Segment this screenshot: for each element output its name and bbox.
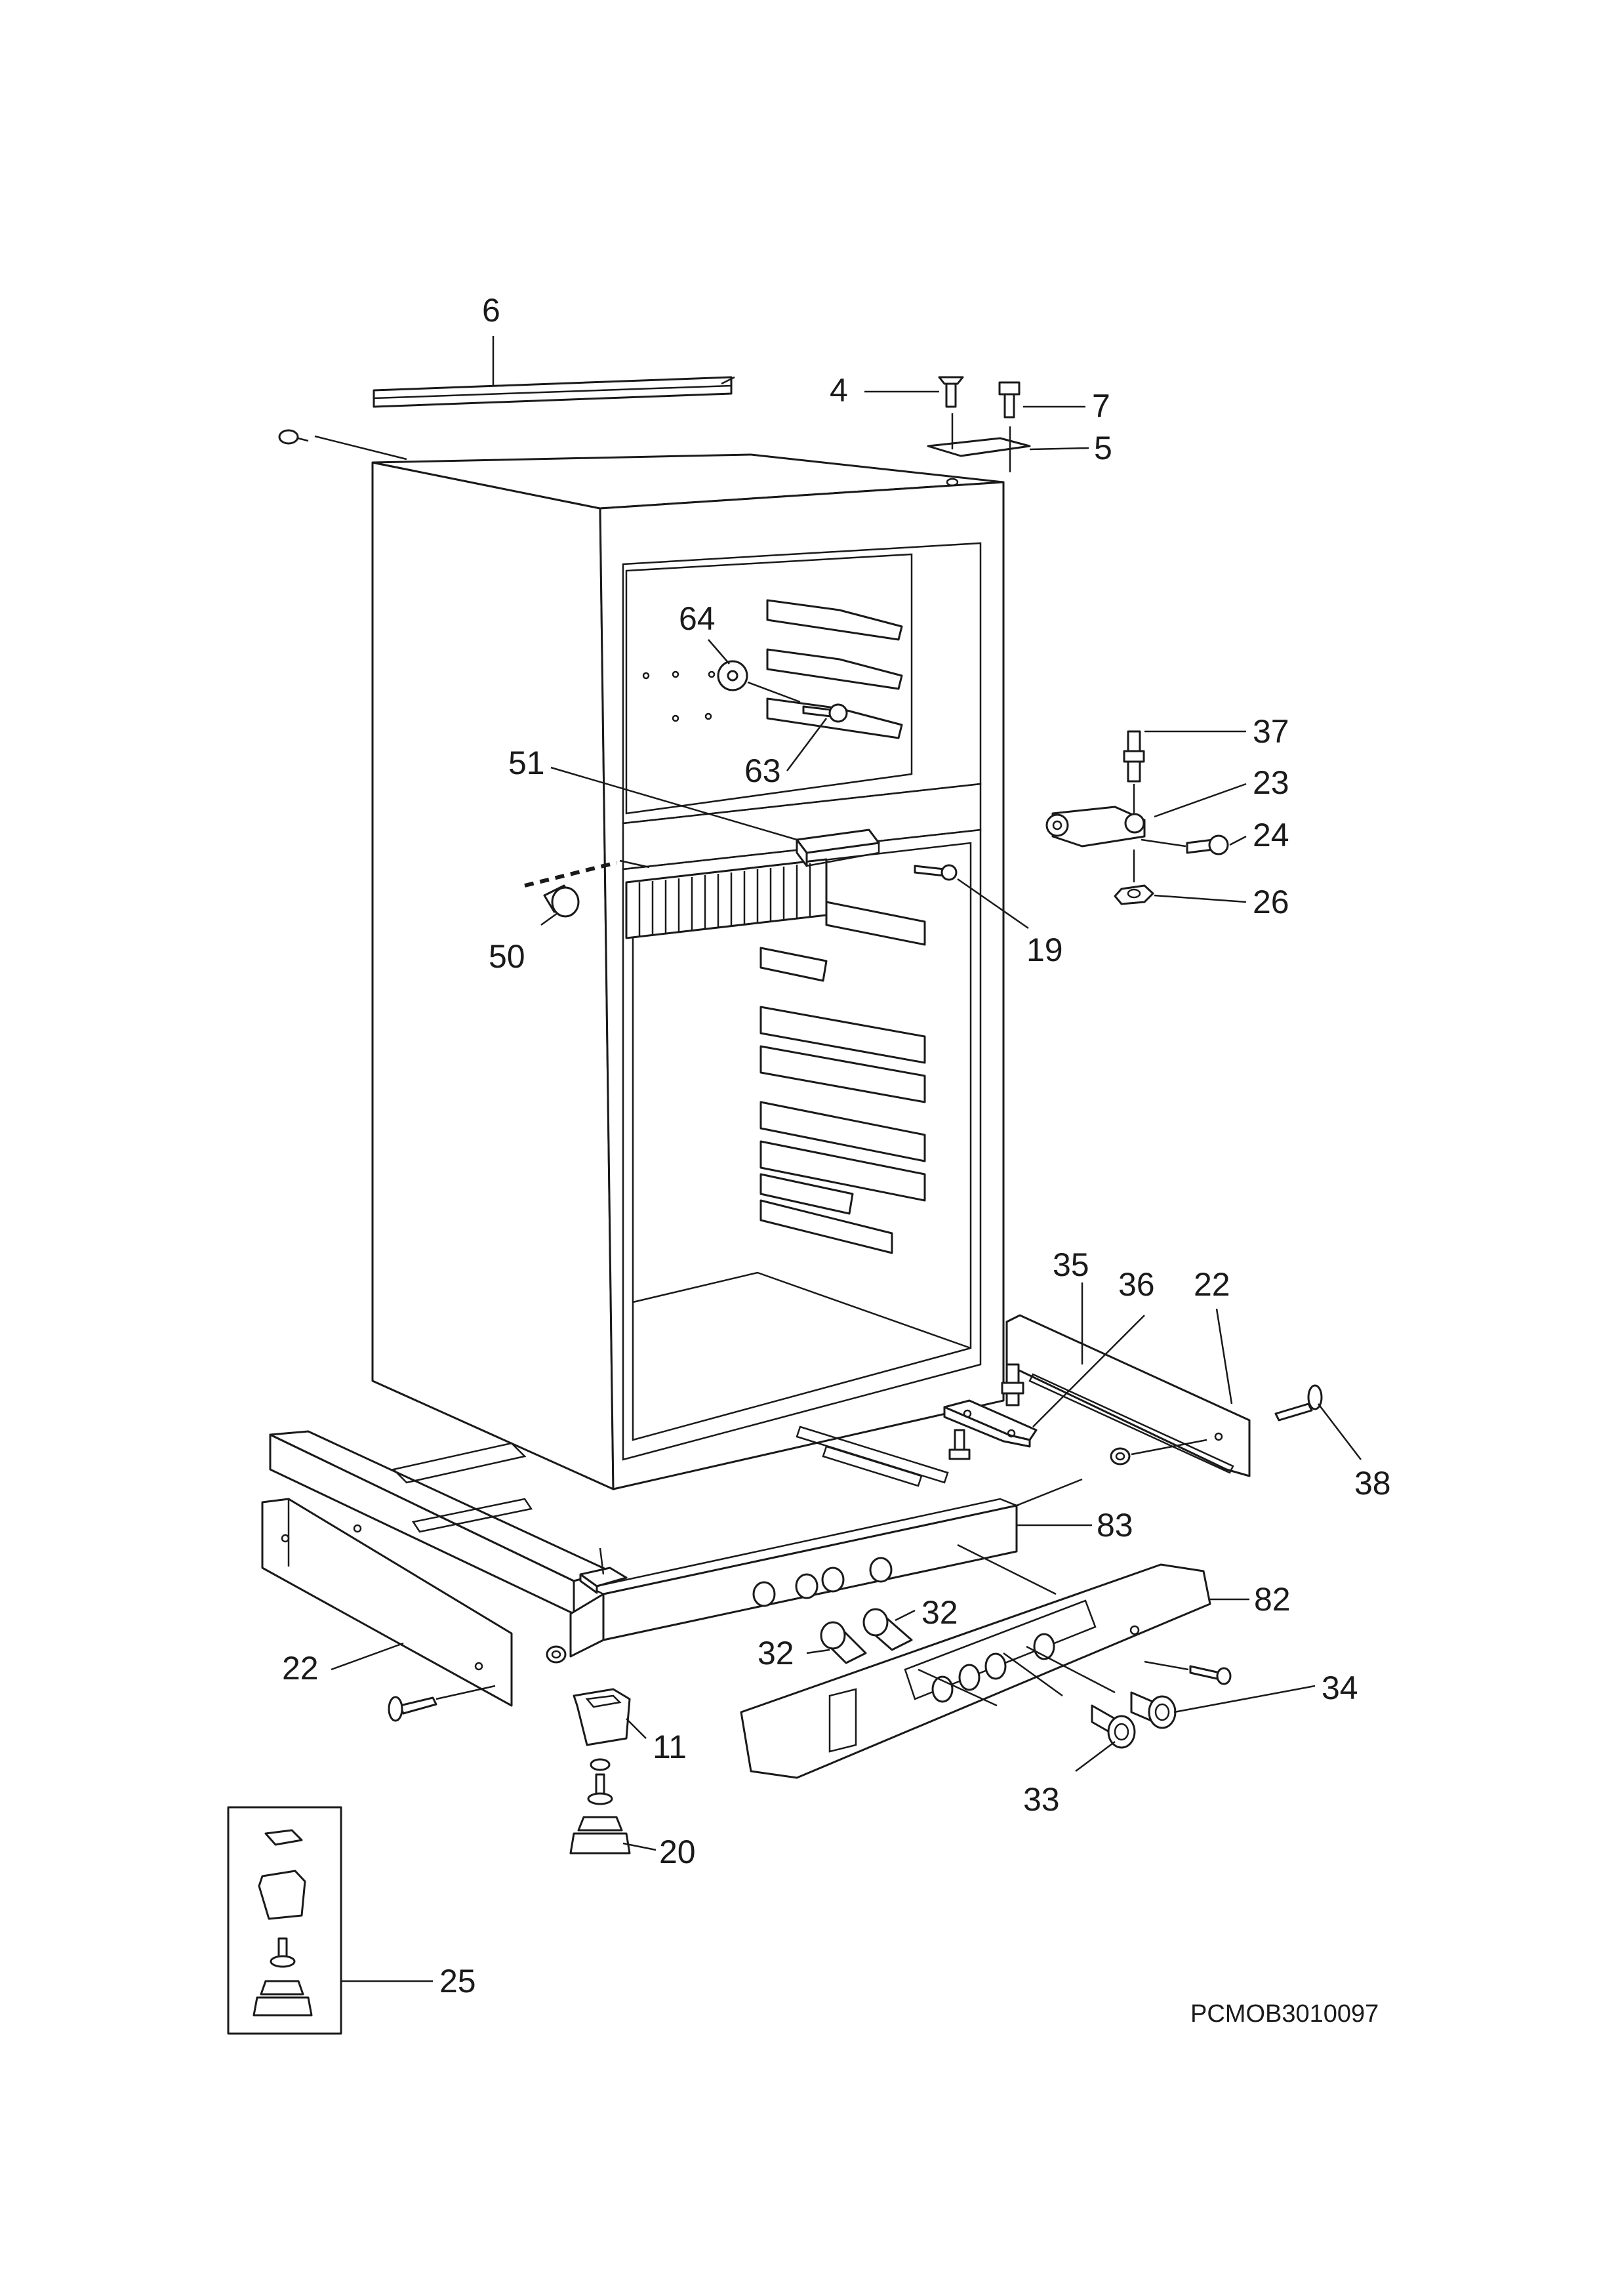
- nut-26: [1114, 884, 1154, 905]
- callout-38: 38: [1354, 1465, 1391, 1502]
- grommet-right: [1110, 1447, 1131, 1466]
- callout-63: 63: [744, 752, 781, 789]
- callout-labels: 6 4 7 5 64 63 51 50 19 37 23 24 26 35 36…: [282, 292, 1391, 2028]
- callout-34: 34: [1322, 1670, 1358, 1706]
- document-code: PCMOB3010097: [1190, 2000, 1379, 2028]
- stud-35: [1001, 1363, 1024, 1406]
- callout-50: 50: [489, 938, 525, 975]
- callout-20: 20: [659, 1834, 696, 1870]
- callout-19: 19: [1026, 932, 1063, 968]
- callout-22-right: 22: [1194, 1266, 1230, 1303]
- callout-51: 51: [508, 745, 545, 781]
- callout-7: 7: [1092, 388, 1110, 424]
- screw-63: [802, 703, 848, 723]
- callout-32-upper: 32: [921, 1594, 958, 1631]
- screw-4: [938, 376, 964, 408]
- foot-11: [573, 1688, 631, 1746]
- cabinet-body: [371, 453, 1005, 1490]
- hinge-plate-5: [927, 413, 1031, 487]
- screw-38: [1274, 1384, 1323, 1422]
- callout-25: 25: [439, 1963, 476, 1999]
- washer-foot: [590, 1758, 611, 1771]
- callout-5: 5: [1094, 430, 1112, 466]
- side-rail-22-left: [261, 1498, 513, 1707]
- screw-24: [1186, 834, 1229, 855]
- leveling-foot-20: [569, 1816, 631, 1855]
- evaporator-fins: [625, 858, 828, 939]
- mount-bracket-36: [943, 1399, 1038, 1448]
- callout-82: 82: [1254, 1581, 1291, 1618]
- callout-6: 6: [482, 292, 500, 329]
- callout-23: 23: [1253, 764, 1289, 801]
- base-frame: [269, 1425, 1020, 1658]
- callout-33: 33: [1023, 1781, 1060, 1818]
- top-trim-strip: [373, 376, 735, 408]
- callout-36: 36: [1118, 1266, 1155, 1303]
- fridge-shelf-rails: [759, 901, 926, 1254]
- callout-37: 37: [1253, 713, 1289, 750]
- grommet-left: [546, 1645, 567, 1664]
- pin-50: [543, 884, 580, 918]
- bolt-under-36: [948, 1429, 971, 1460]
- callout-64: 64: [679, 600, 716, 637]
- callout-4: 4: [830, 372, 848, 409]
- bracket-clip-left: [579, 1567, 628, 1594]
- leader-lines: [314, 336, 1362, 1982]
- hinge-arm-23: [1045, 806, 1146, 848]
- dashed-guide-50: [524, 859, 650, 888]
- foot-kit-inset: [227, 1806, 342, 2035]
- callout-11: 11: [653, 1729, 687, 1765]
- kick-plate-82: [740, 1563, 1211, 1779]
- knob-34: [1130, 1691, 1177, 1729]
- callout-35: 35: [1053, 1246, 1089, 1283]
- callout-32-lower: 32: [758, 1635, 794, 1671]
- hinge-bracket-51: [796, 829, 880, 867]
- screw-top-left: [278, 429, 309, 445]
- bolt-7: [998, 381, 1021, 419]
- hinge-pin-37: [1123, 730, 1145, 783]
- callout-24: 24: [1253, 817, 1289, 853]
- bolt-foot: [587, 1773, 613, 1805]
- knob-32-lower: [820, 1621, 867, 1664]
- knob-33: [1091, 1704, 1136, 1749]
- knob-32-upper: [862, 1608, 913, 1651]
- washer-64: [717, 660, 748, 691]
- screw-kick-plate: [1189, 1665, 1232, 1685]
- callout-22-left: 22: [282, 1650, 319, 1687]
- callout-26: 26: [1253, 884, 1289, 920]
- screw-left-rail: [388, 1696, 437, 1722]
- screw-19: [914, 864, 958, 881]
- callout-83: 83: [1097, 1507, 1133, 1544]
